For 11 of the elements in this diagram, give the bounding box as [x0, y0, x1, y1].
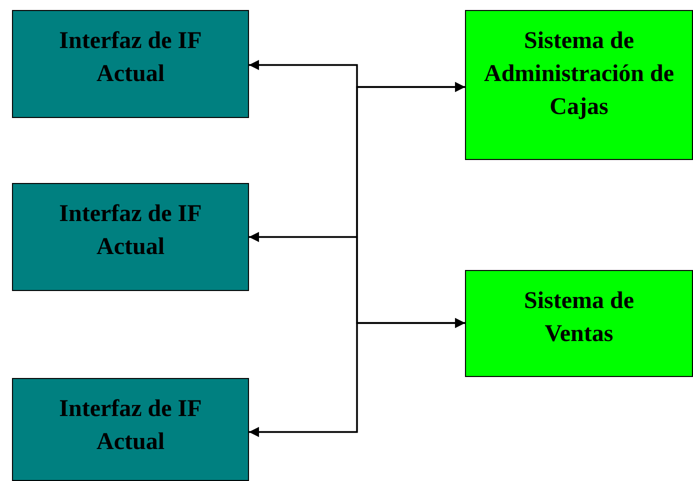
system-box [12, 183, 249, 291]
box-label: Sistema de Administración de Cajas [482, 27, 675, 122]
box-label: Sistema de Ventas [523, 287, 635, 349]
connector-arrow [249, 318, 465, 437]
box-label: Interfaz de IF Actual [58, 27, 203, 89]
system-box [12, 10, 249, 118]
system-box [465, 270, 693, 377]
box-label: Interfaz de IF Actual [58, 395, 203, 457]
system-box [12, 378, 249, 481]
system-box [465, 10, 693, 160]
box-label: Interfaz de IF Actual [58, 200, 203, 262]
